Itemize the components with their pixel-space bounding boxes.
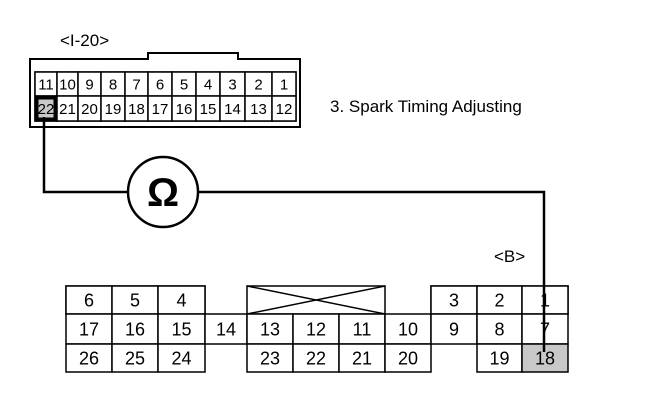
pin-number: 18 [128, 101, 145, 118]
pin-number: 24 [171, 348, 191, 368]
pin-number: 16 [176, 101, 193, 118]
test-lead-wire [42, 117, 546, 314]
pin-number: 11 [38, 76, 54, 93]
pin-cell [271, 71, 297, 97]
pin-cell [338, 343, 386, 373]
step-text: 3. Spark Timing Adjusting [330, 97, 522, 116]
pin-number: 6 [84, 290, 94, 310]
pin-number: 18 [535, 348, 555, 368]
pin-cell [476, 343, 523, 373]
pin-number: 9 [85, 76, 93, 93]
ohm-symbol-icon: Ω [147, 171, 179, 215]
pin-cell [171, 95, 197, 122]
pin-cell [195, 95, 221, 122]
pin-cell [157, 285, 206, 315]
pin-number: 13 [260, 319, 280, 339]
pin-number: 8 [494, 319, 504, 339]
pin-number: 5 [130, 290, 140, 310]
pin-number: 17 [152, 101, 169, 118]
pin-number: 4 [176, 290, 186, 310]
pin-cell [271, 95, 297, 122]
pin-number: 21 [59, 101, 76, 118]
pin-cell [430, 313, 478, 345]
pin-number: 15 [171, 319, 191, 339]
pin-number: 2 [254, 76, 262, 93]
pin-number: 9 [449, 319, 459, 339]
pin-number: 19 [489, 348, 509, 368]
pin-cell [65, 285, 113, 315]
pin-cell [65, 343, 113, 373]
pin-number: 14 [224, 101, 241, 118]
pin-number: 12 [276, 101, 293, 118]
pin-number: 5 [180, 76, 188, 93]
pin-number: 23 [260, 348, 280, 368]
pin-number: 25 [125, 348, 145, 368]
pin-number: 12 [306, 319, 326, 339]
pin-cell [384, 343, 432, 373]
pin-cell [171, 71, 197, 97]
pin-number: 10 [398, 319, 418, 339]
pin-cell [204, 313, 248, 345]
pin-number: 10 [59, 76, 76, 93]
pin-number: 4 [204, 76, 212, 93]
pin-number: 1 [280, 76, 288, 93]
pin-cell [219, 95, 246, 122]
pin-number: 20 [398, 348, 418, 368]
pin-number: 26 [79, 348, 99, 368]
pin-number: 3 [449, 290, 459, 310]
pin-number: 11 [353, 319, 372, 339]
probed-pin-marker [35, 96, 57, 121]
pin-number: 13 [250, 101, 267, 118]
pin-cell [430, 285, 478, 315]
pin-number: 22 [38, 101, 55, 118]
connector-top-label: <I-20> [60, 31, 109, 50]
pin-number: 7 [132, 76, 140, 93]
pin-number: 19 [105, 101, 122, 118]
pin-cell [157, 343, 206, 373]
pin-cell [111, 285, 159, 315]
pin-cell [65, 313, 113, 345]
pin-number: 2 [494, 290, 504, 310]
pin-number: 8 [109, 76, 117, 93]
pin-number: 14 [216, 319, 236, 339]
pin-number: 16 [125, 319, 145, 339]
ohmmeter-circle [126, 155, 200, 229]
connector-bottom-label: <B> [494, 247, 525, 266]
connector-bottom-cells: 6541716151426252413121110232221203219871… [65, 285, 569, 373]
pin-number: 15 [200, 101, 217, 118]
pin-number: 3 [228, 76, 236, 93]
pin-number: 20 [81, 101, 98, 118]
pin-number: 22 [306, 348, 326, 368]
pin-number: 21 [352, 348, 372, 368]
pin-cell [111, 343, 159, 373]
pin-number: 6 [156, 76, 164, 93]
pin-cell [246, 343, 294, 373]
pin-number: 17 [79, 319, 99, 339]
